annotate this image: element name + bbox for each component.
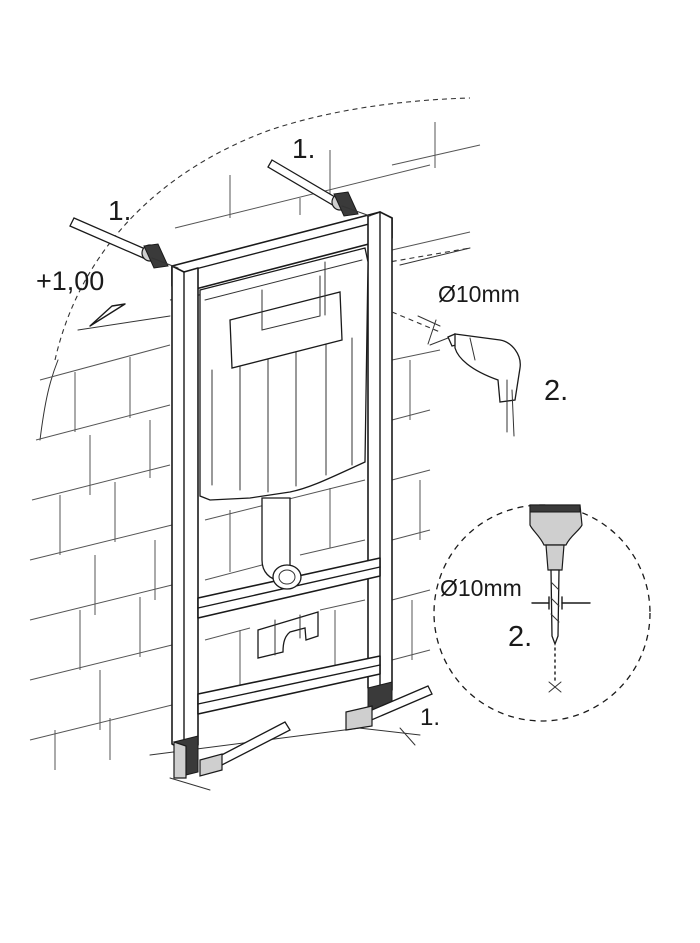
mounting-frame [171, 211, 393, 779]
drill-detail-circle [433, 504, 651, 722]
top-left-anchor [69, 217, 179, 269]
drill-tool [391, 311, 521, 437]
step-2-label-detail: 2. [508, 621, 532, 653]
bottom-right-anchor [345, 685, 433, 731]
wall-outline [39, 97, 471, 441]
top-right-anchor [267, 159, 371, 217]
bottom-left-anchor [199, 721, 291, 777]
cistern-tank [199, 247, 369, 659]
height-level-marker: +1,00 [36, 247, 471, 331]
brick-wall [29, 122, 481, 770]
drill-diameter-label: Ø10mm [438, 281, 520, 307]
step-1-label-top-right: 1. [292, 133, 315, 164]
step-1-label-bottom: 1. [420, 704, 440, 731]
step-1-label-top-left: 1. [108, 195, 131, 226]
step-2-label-drill: 2. [544, 375, 568, 407]
height-mark-label: +1,00 [36, 266, 104, 296]
detail-diameter-label: Ø10mm [440, 575, 522, 601]
